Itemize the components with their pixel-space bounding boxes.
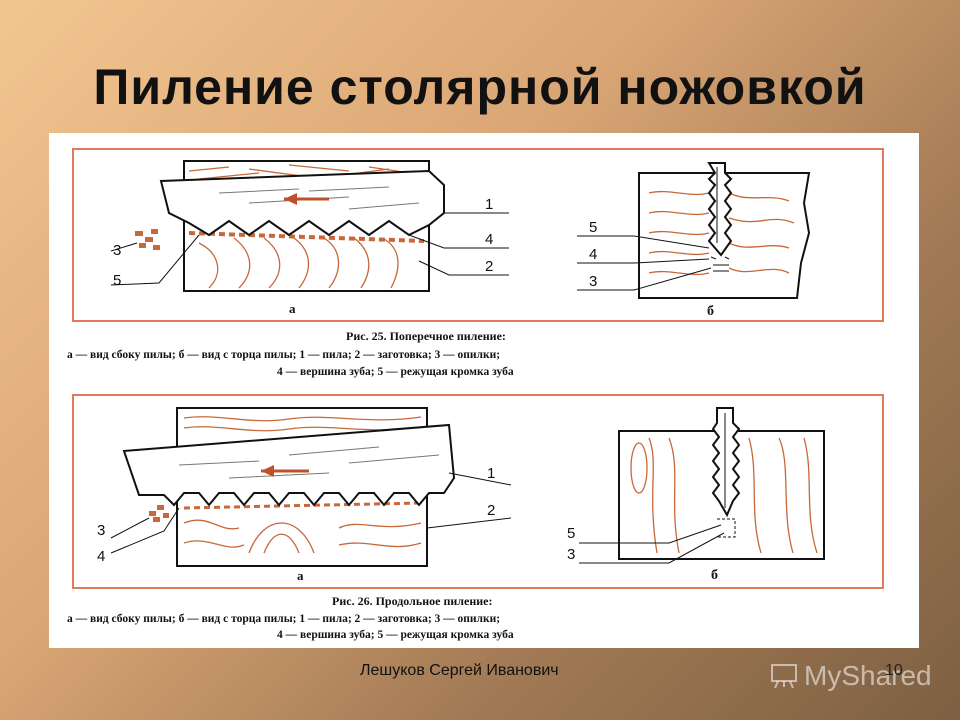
saw-diagram-figure: 1 4 2 3 5 а 5 4 3 б Рис. 25. Поперечное …	[49, 133, 919, 648]
arrow-icon	[284, 193, 297, 205]
footer-author: Лешуков Сергей Иванович	[360, 662, 559, 679]
caption-text: а — вид сбоку пилы; б — вид с торца пилы…	[67, 349, 500, 361]
label: 5	[113, 272, 121, 289]
caption-text: 4 — вершина зуба; 5 — режущая кромка зуб…	[277, 629, 514, 641]
label: 5	[567, 525, 575, 542]
bottom-end-saw	[711, 407, 741, 538]
view-label: б	[711, 568, 718, 583]
caption-title: Рис. 25. Поперечное пиление:	[346, 329, 506, 343]
label: 3	[97, 522, 105, 539]
view-label: а	[297, 568, 304, 583]
view-label: б	[707, 304, 714, 319]
bottom-panel-border	[72, 394, 884, 589]
top-end-saw	[707, 162, 733, 272]
top-side-saw	[159, 169, 445, 237]
bottom-leaders	[110, 472, 512, 554]
bottom-panel: 1 2 3 4 а 5 3 б	[72, 394, 884, 589]
label: 3	[113, 242, 121, 259]
caption-title: Рис. 26. Продольное пиление:	[332, 594, 493, 608]
caption-text: а — вид сбоку пилы; б — вид с торца пилы…	[67, 613, 500, 625]
presentation-board-icon	[771, 664, 797, 689]
bottom-end-leaders	[579, 524, 725, 564]
label: 4	[485, 231, 493, 248]
bottom-side-saw	[122, 423, 456, 507]
slide-title: Пиление столярной ножовкой	[93, 59, 867, 115]
arrow-icon	[261, 465, 274, 477]
label: 4	[589, 246, 597, 263]
top-panel: 1 4 2 3 5 а 5 4 3 б	[72, 148, 884, 322]
view-label: а	[289, 301, 296, 316]
top-end-leaders	[577, 235, 712, 291]
label: 1	[485, 196, 493, 213]
top-leaders	[110, 212, 509, 286]
top-panel-border	[72, 148, 884, 322]
label: 5	[589, 219, 597, 236]
top-sawdust	[135, 229, 160, 250]
page-number: 10	[885, 662, 903, 679]
bottom-sawdust	[149, 505, 169, 522]
caption-text: 4 — вершина зуба; 5 — режущая кромка зуб…	[277, 366, 514, 378]
label: 4	[97, 548, 105, 565]
label: 3	[589, 273, 597, 290]
label: 2	[487, 502, 495, 519]
label: 1	[487, 465, 495, 482]
label: 2	[485, 258, 493, 275]
label: 3	[567, 546, 575, 563]
watermark: MyShared	[770, 656, 932, 696]
watermark-text: MyShared	[804, 660, 932, 691]
